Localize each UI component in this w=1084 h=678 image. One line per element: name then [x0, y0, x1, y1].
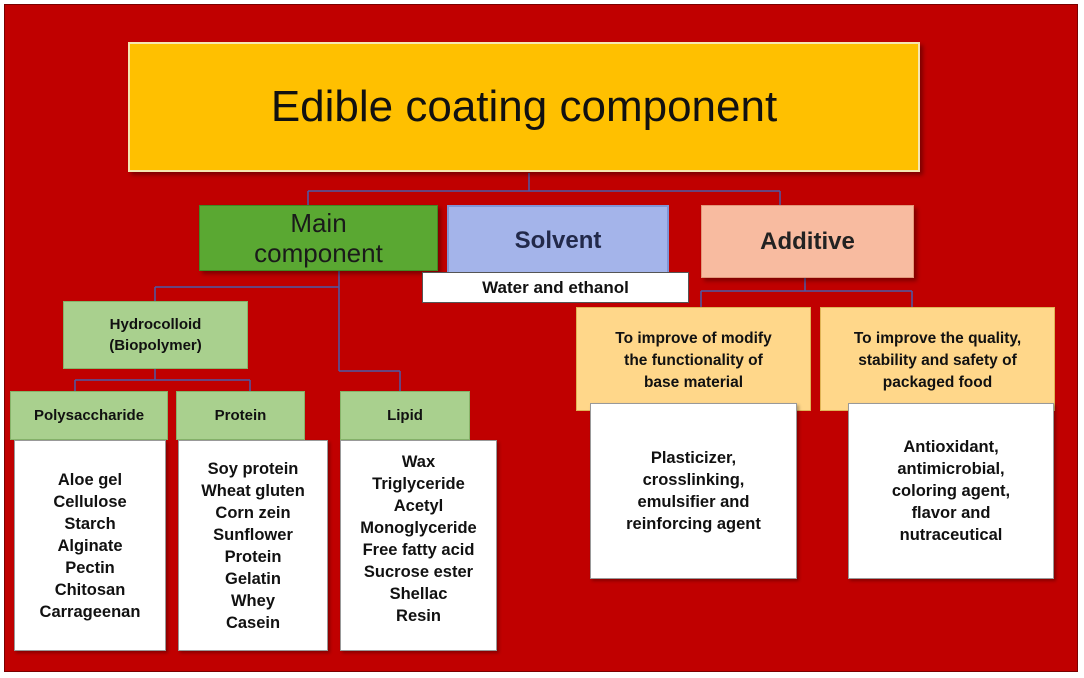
additive-functional-header: To improve of modify the functionality o… — [576, 307, 811, 411]
additive-box: Additive — [701, 205, 914, 278]
connector-lines — [74, 173, 913, 391]
title-box: Edible coating component — [128, 42, 920, 172]
additive-functional-label: To improve of modify the functionality o… — [615, 330, 772, 391]
lipid-label: Lipid — [387, 407, 423, 424]
solvent-detail-label: Water and ethanol — [482, 277, 629, 297]
main-component-label: Main component — [254, 208, 383, 268]
lipid-items: Wax Triglyceride Acetyl Monoglyceride Fr… — [360, 453, 477, 625]
protein-items: Soy protein Wheat gluten Corn zein Sunfl… — [201, 459, 305, 632]
solvent-detail-box: Water and ethanol — [422, 272, 689, 303]
additive-functional-items: Plasticizer, crosslinking, emulsifier an… — [626, 449, 761, 533]
protein-header: Protein — [176, 391, 305, 440]
lipid-list: Wax Triglyceride Acetyl Monoglyceride Fr… — [340, 440, 497, 651]
protein-list: Soy protein Wheat gluten Corn zein Sunfl… — [178, 440, 328, 651]
lipid-header: Lipid — [340, 391, 470, 440]
main-component-box: Main component — [199, 205, 438, 271]
polysaccharide-items: Aloe gel Cellulose Starch Alginate Pecti… — [39, 470, 141, 621]
additive-quality-label: To improve the quality, stability and sa… — [853, 330, 1022, 391]
diagram-canvas: Edible coating component Main component … — [4, 4, 1078, 672]
diagram-title: Edible coating component — [270, 82, 778, 131]
hydrocolloid-box: Hydrocolloid (Biopolymer) — [63, 301, 248, 369]
solvent-box: Solvent — [447, 205, 669, 276]
additive-quality-header: To improve the quality, stability and sa… — [820, 307, 1055, 411]
additive-quality-items: Antioxidant, antimicrobial, coloring age… — [891, 438, 1011, 544]
hydrocolloid-label: Hydrocolloid (Biopolymer) — [109, 316, 202, 354]
polysaccharide-label: Polysaccharide — [33, 407, 145, 424]
solvent-label: Solvent — [514, 227, 602, 254]
protein-label: Protein — [214, 407, 267, 424]
additive-label: Additive — [760, 227, 855, 255]
additive-functional-list: Plasticizer, crosslinking, emulsifier an… — [590, 403, 797, 579]
polysaccharide-list: Aloe gel Cellulose Starch Alginate Pecti… — [14, 440, 166, 651]
additive-quality-list: Antioxidant, antimicrobial, coloring age… — [848, 403, 1054, 579]
polysaccharide-header: Polysaccharide — [10, 391, 168, 440]
